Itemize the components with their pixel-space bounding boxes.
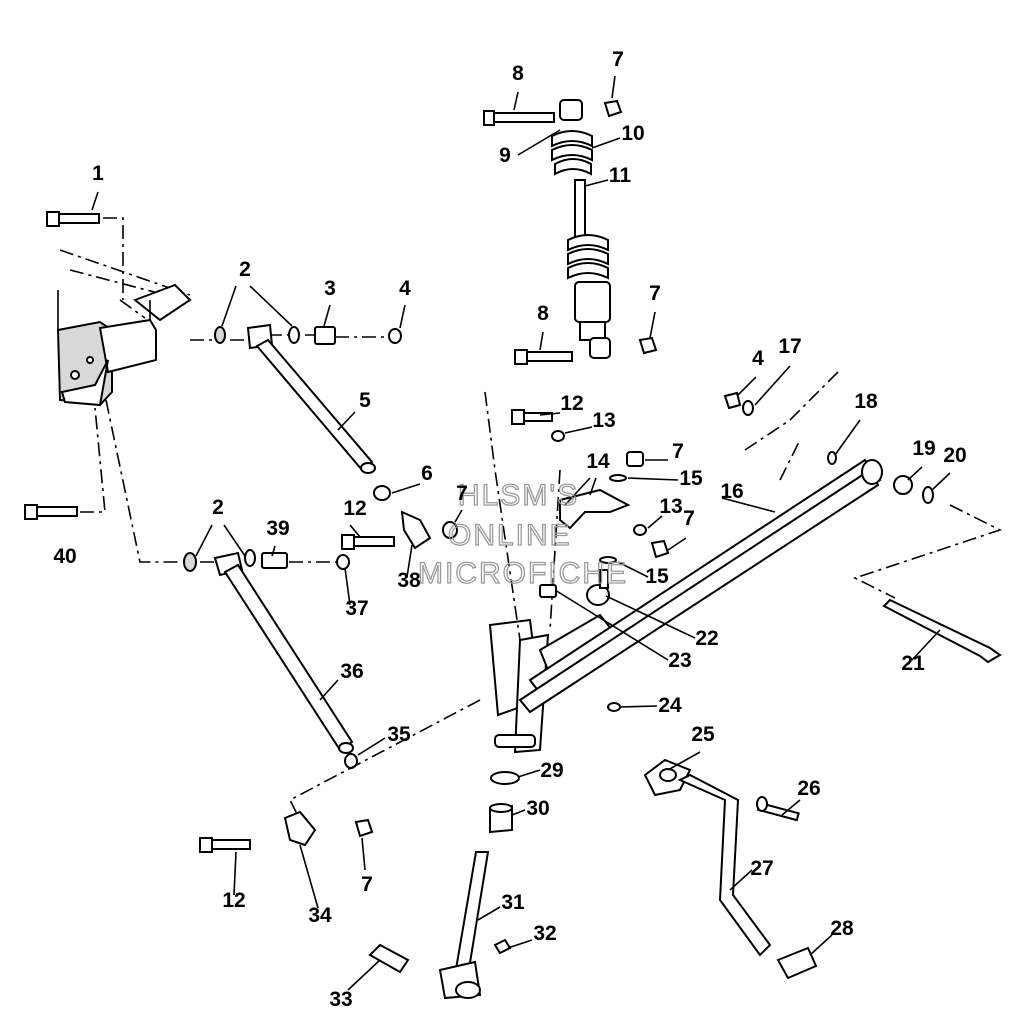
callout-28: 28: [830, 917, 854, 940]
callout-6: 6: [421, 462, 433, 485]
watermark-line-3: MICROFICHE: [418, 557, 628, 590]
callout-21: 21: [901, 652, 925, 675]
callout-10: 10: [621, 122, 644, 145]
tie-rod-end: [199, 699, 481, 853]
callout-13: 13: [592, 409, 615, 432]
callout-15: 15: [645, 565, 669, 588]
shock-absorber: [483, 99, 658, 365]
callout-36: 36: [340, 660, 363, 683]
callout-20: 20: [943, 444, 966, 467]
callout-19: 19: [912, 437, 935, 460]
callout-12: 12: [343, 497, 366, 520]
callout-7: 7: [683, 507, 695, 530]
callout-5: 5: [359, 389, 371, 412]
callout-7: 7: [361, 873, 373, 896]
callout-39: 39: [266, 517, 289, 540]
callout-32: 32: [533, 922, 556, 945]
callout-8: 8: [512, 62, 524, 85]
callout-18: 18: [854, 390, 878, 413]
callout-7: 7: [612, 48, 624, 71]
callout-4: 4: [752, 347, 764, 370]
steering-spindle: [368, 771, 520, 1000]
callout-3: 3: [324, 277, 336, 300]
callout-2: 2: [212, 496, 224, 519]
callout-13: 13: [659, 495, 682, 518]
frame-bracket: [56, 249, 192, 407]
callout-11: 11: [609, 164, 632, 187]
callout-22: 22: [695, 627, 718, 650]
callout-40: 40: [53, 545, 76, 568]
callout-12: 12: [560, 392, 583, 415]
watermark-line-1: HLSM'S: [458, 479, 579, 512]
leader-lines: [91, 75, 951, 991]
callout-37: 37: [345, 597, 368, 620]
callout-30: 30: [526, 797, 549, 820]
callout-7: 7: [456, 482, 468, 505]
callout-31: 31: [501, 891, 525, 914]
callout-16: 16: [720, 480, 743, 503]
watermark: HLSM'S ONLINE MICROFICHE: [417, 478, 628, 590]
callout-38: 38: [397, 569, 421, 592]
callout-7: 7: [672, 440, 684, 463]
upper-control-arm: [190, 323, 402, 474]
bolt-40: [24, 407, 106, 520]
callout-27: 27: [750, 857, 773, 880]
watermark-line-2: ONLINE: [448, 519, 572, 552]
callout-7: 7: [649, 282, 661, 305]
steering-arm: [643, 758, 818, 980]
callout-4: 4: [399, 277, 411, 300]
callout-9: 9: [499, 144, 511, 167]
bolt-1: [46, 211, 124, 300]
callout-26: 26: [797, 777, 820, 800]
callout-23: 23: [668, 649, 691, 672]
lower-control-arm: [105, 399, 358, 769]
axle-tube: [518, 369, 883, 714]
callout-34: 34: [308, 904, 332, 927]
callout-29: 29: [540, 759, 563, 782]
spindle-knuckle: [484, 391, 614, 754]
callout-15: 15: [679, 467, 703, 490]
callout-35: 35: [387, 723, 411, 746]
callout-2: 2: [239, 258, 251, 281]
callout-25: 25: [691, 723, 715, 746]
callout-1: 1: [92, 162, 104, 185]
callout-8: 8: [537, 302, 549, 325]
callout-14: 14: [586, 450, 610, 473]
hardware-middle: [341, 391, 1003, 712]
callout-12: 12: [222, 889, 245, 912]
callout-33: 33: [329, 988, 352, 1011]
callout-17: 17: [778, 335, 801, 358]
callout-24: 24: [658, 694, 682, 717]
